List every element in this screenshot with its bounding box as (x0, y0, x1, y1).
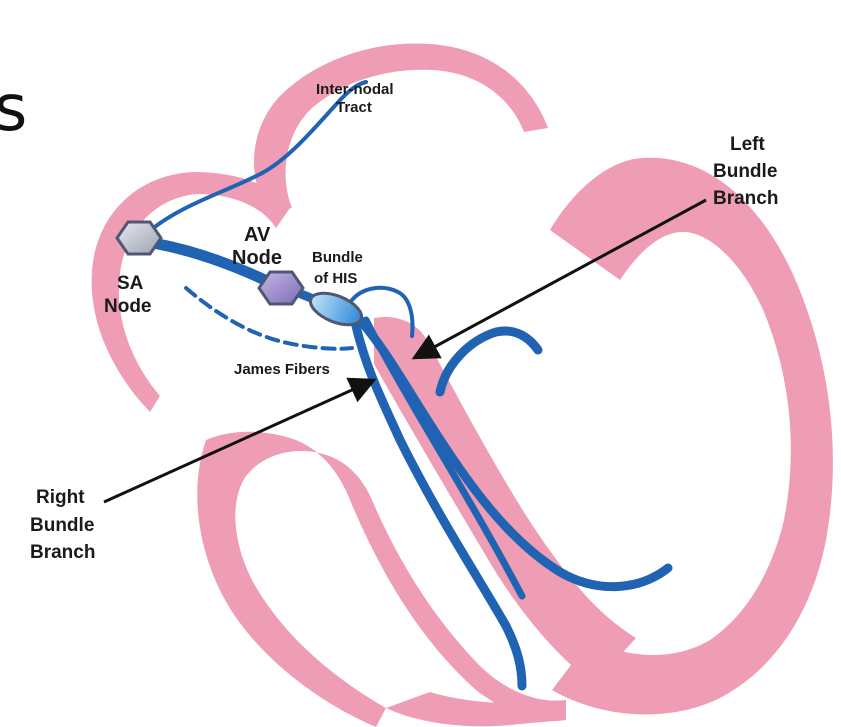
left-bundle-label-line2: Bundle (713, 161, 777, 182)
right-bundle-label-line1: Right (36, 487, 85, 508)
left-bundle-label-line3: Branch (713, 188, 778, 209)
internodal-label-line2: Tract (336, 99, 372, 116)
av-node-hexagon (259, 272, 303, 304)
left-atrium-wall (254, 43, 548, 212)
left-bundle-label-line1: Left (730, 134, 766, 155)
av-node-label-line2: Node (232, 247, 282, 269)
sa-node-label-line2: Node (104, 296, 152, 317)
sa-node-hexagon (117, 222, 161, 254)
bundle-his-label-line2: of HIS (314, 270, 357, 287)
av-node-label-line1: AV (244, 224, 271, 246)
internodal-label-line1: Inter-nodal (316, 81, 394, 98)
apex-wall (386, 692, 566, 726)
bundle-his-label-line1: Bundle (312, 249, 363, 266)
sa-node-label-line1: SA (117, 273, 144, 294)
left-bundle-upper (440, 331, 538, 392)
heart-walls (92, 43, 833, 727)
slide-title-fragment: s (0, 72, 27, 146)
right-bundle-label-line3: Branch (30, 542, 95, 563)
james-fibers-label: James Fibers (234, 361, 330, 378)
right-bundle-label-line2: Bundle (30, 515, 94, 536)
